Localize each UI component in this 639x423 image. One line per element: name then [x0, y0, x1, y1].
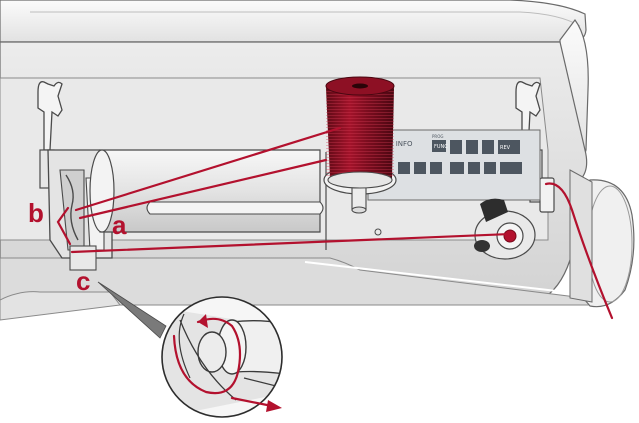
hand-wheel	[570, 170, 634, 307]
panel-func-label: FUNC	[434, 144, 448, 150]
label-b: b	[28, 198, 44, 228]
inset-pull-arrowhead	[266, 400, 282, 412]
label-a: a	[112, 210, 127, 240]
label-c: c	[76, 266, 90, 296]
inset-detail	[150, 297, 300, 420]
thread-spool	[326, 77, 394, 188]
panel-prog-label: PROG	[432, 134, 443, 139]
panel-rev-label: REV	[500, 145, 511, 151]
